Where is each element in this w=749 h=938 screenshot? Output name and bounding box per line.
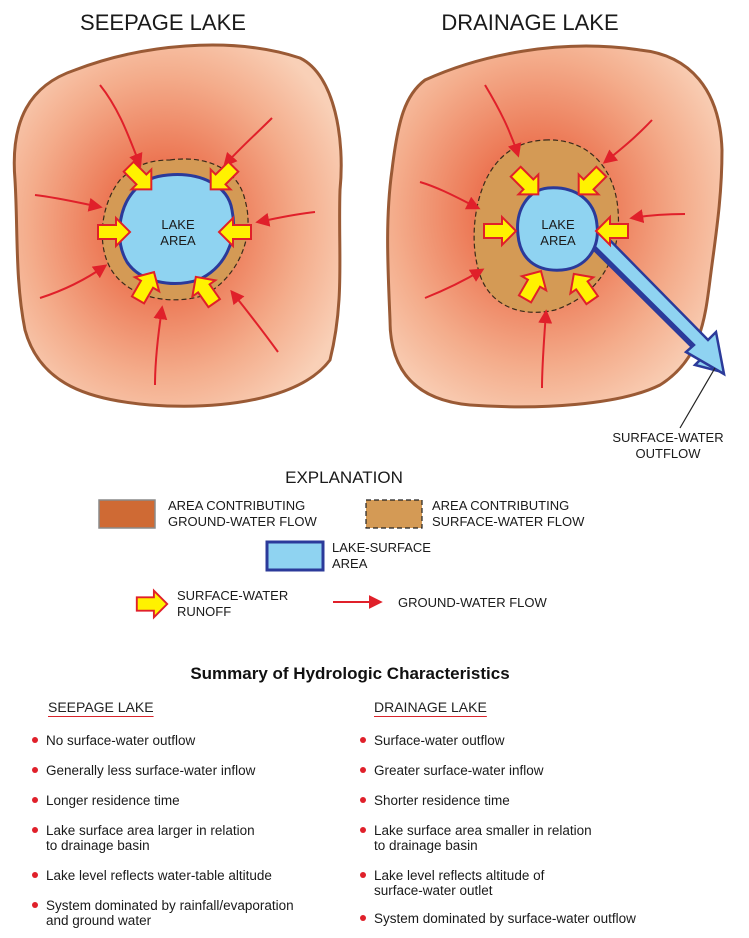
legend-runoff-label-1: SURFACE-WATER <box>177 588 288 603</box>
list-item: Lake surface area larger in relation to … <box>30 823 350 853</box>
legend-groundwater-flow-label: GROUND-WATER FLOW <box>398 595 547 610</box>
list-item: No surface-water outflow <box>30 733 350 748</box>
list-item: Lake surface area smaller in relation to… <box>358 823 738 853</box>
list-item: Greater surface-water inflow <box>358 763 738 778</box>
legend-swatch-lake-surface <box>267 542 323 570</box>
list-item: System dominated by surface-water outflo… <box>358 911 738 926</box>
drainage-summary-list: Surface-water outflow Greater surface-wa… <box>358 733 738 926</box>
legend-runoff-arrow <box>137 591 167 618</box>
list-item: Lake level reflects water-table altitude <box>30 868 350 883</box>
list-item: Longer residence time <box>30 793 350 808</box>
list-item: Shorter residence time <box>358 793 738 808</box>
legend-swatch-groundwater-area <box>99 500 155 528</box>
seepage-summary-heading: SEEPAGE LAKE <box>48 699 154 715</box>
list-item: Lake level reflects altitude of surface-… <box>358 868 738 898</box>
outflow-label-2: OUTFLOW <box>636 446 702 461</box>
seepage-summary-list: No surface-water outflow Generally less … <box>30 733 350 928</box>
seepage-lake-title: SEEPAGE LAKE <box>80 10 246 35</box>
list-item: System dominated by rainfall/evaporation… <box>30 898 350 928</box>
drainage-lake-label-2: AREA <box>540 233 576 248</box>
legend-lake-surface-label-2: AREA <box>332 556 368 571</box>
legend-lake-surface-label-1: LAKE-SURFACE <box>332 540 431 555</box>
legend-groundwater-area-label-2: GROUND-WATER FLOW <box>168 514 317 529</box>
legend-runoff-label-2: RUNOFF <box>177 604 231 619</box>
drainage-summary-heading: DRAINAGE LAKE <box>374 699 487 715</box>
summary-title: Summary of Hydrologic Characteristics <box>0 664 700 684</box>
legend-surfacewater-area-label-2: SURFACE-WATER FLOW <box>432 514 585 529</box>
drainage-lake-label-1: LAKE <box>541 217 575 232</box>
legend-swatch-surfacewater-area <box>366 500 422 528</box>
list-item: Surface-water outflow <box>358 733 738 748</box>
lake-diagram: SEEPAGE LAKE DRAINAGE LAKE LAKE AREA <box>0 0 749 640</box>
list-item: Generally less surface-water inflow <box>30 763 350 778</box>
legend-groundwater-area-label-1: AREA CONTRIBUTING <box>168 498 305 513</box>
drainage-lake-title: DRAINAGE LAKE <box>441 10 618 35</box>
explanation-title: EXPLANATION <box>285 468 403 487</box>
seepage-lake-label-2: AREA <box>160 233 196 248</box>
legend-surfacewater-area-label-1: AREA CONTRIBUTING <box>432 498 569 513</box>
outflow-leader-line <box>680 368 715 428</box>
outflow-label-1: SURFACE-WATER <box>612 430 723 445</box>
seepage-lake-label-1: LAKE <box>161 217 195 232</box>
